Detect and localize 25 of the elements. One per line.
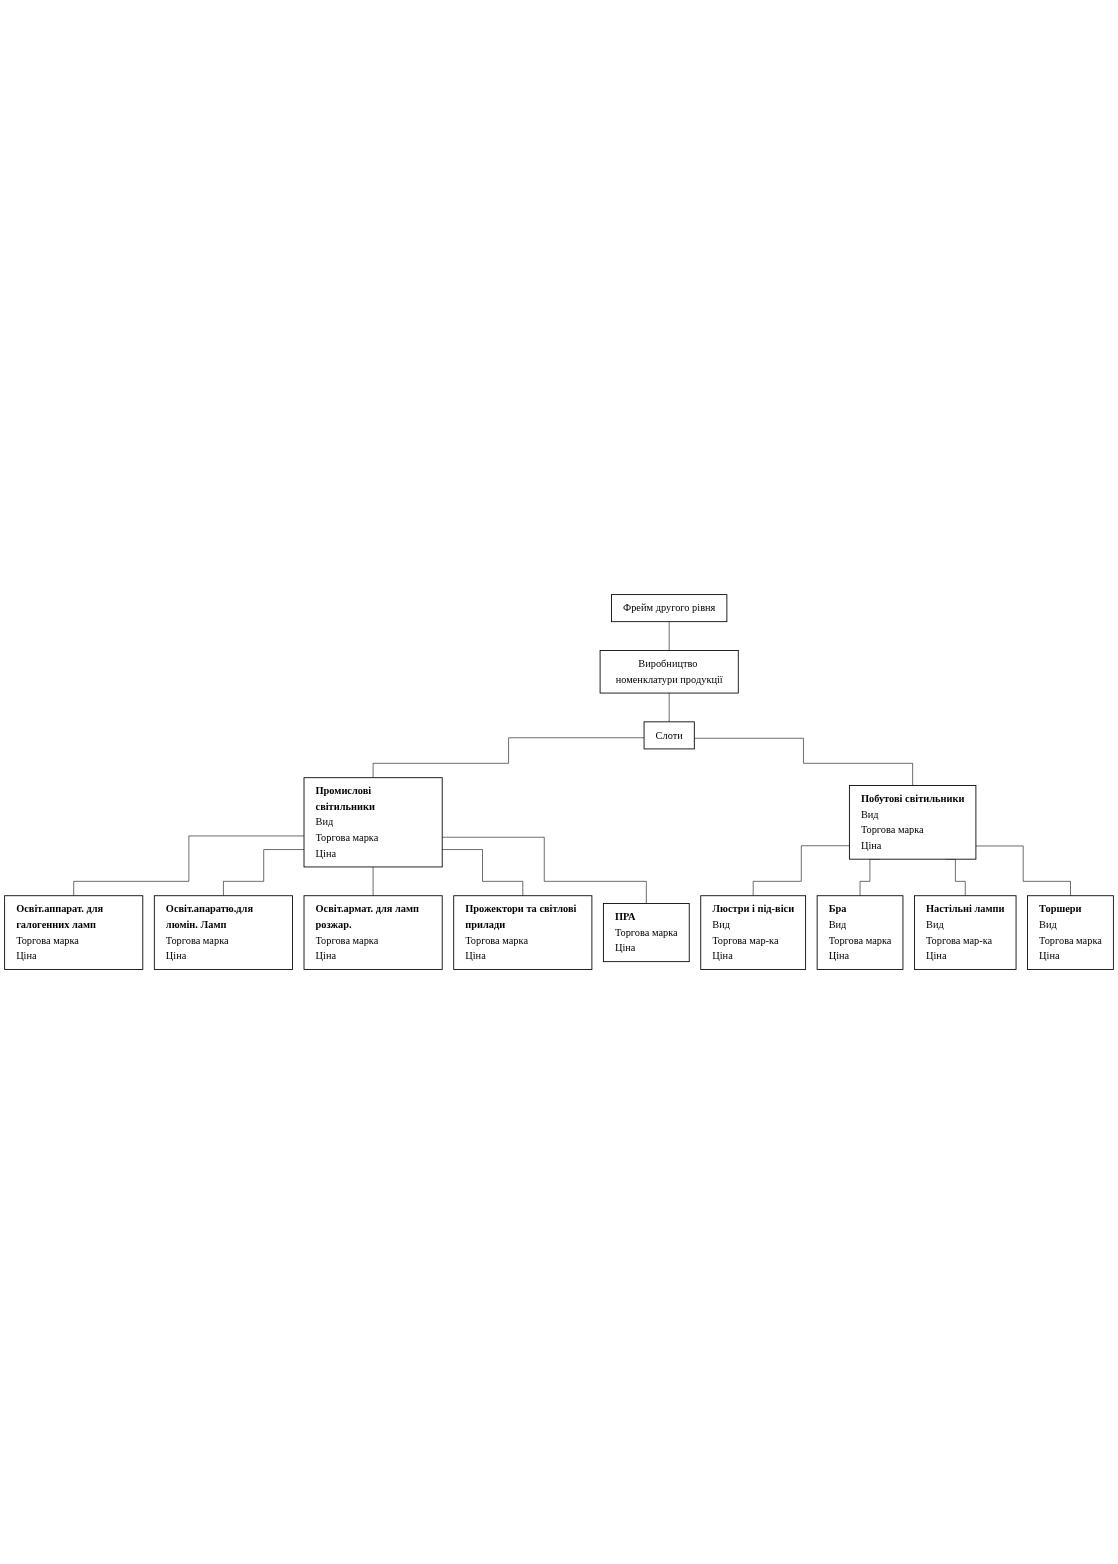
connector (372, 866, 374, 896)
node-box: Освіт.армат. для ламп розжар. Торгова марка Ціна (303, 895, 443, 970)
node-box: Слоти (643, 721, 695, 750)
connector (752, 845, 850, 896)
node-box: Промислові світильники Вид Торгова марка Ціна (303, 777, 443, 868)
node-box: Освіт.аппарат. для галогенних ламп Торгова марка Ціна (4, 895, 144, 970)
connector (975, 845, 1071, 896)
connector (694, 737, 913, 786)
connector (441, 836, 647, 904)
node-box: ПРА Торгова марка Ціна (603, 903, 690, 963)
connector (441, 849, 524, 896)
connector (223, 849, 305, 896)
node-box: Фрейм другого рівня (611, 594, 728, 623)
connector (668, 692, 670, 723)
node-box: Побутові світильники Вид Торгова марка Ціна (848, 785, 977, 860)
connector (668, 621, 670, 651)
node-box: Торшери Вид Торгова марка Ціна (1027, 895, 1114, 970)
node-box: Бра Вид Торгова марка Ціна (816, 895, 904, 970)
node-box: Люстри і під-віси Вид Торгова мар-ка Ціна (700, 895, 807, 970)
node-box: Освіт.апаратю.для люмін. Ламп Торгова марка Ціна (153, 895, 293, 970)
node-box: Виробництво номенклатури продукції (599, 650, 739, 694)
node-box: Прожектори та світлові прилади Торгова марка Ціна (453, 895, 593, 970)
connector (73, 835, 305, 896)
connector (372, 737, 645, 778)
node-box: Настільні лампи Вид Торгова мар-ка Ціна (914, 895, 1017, 970)
